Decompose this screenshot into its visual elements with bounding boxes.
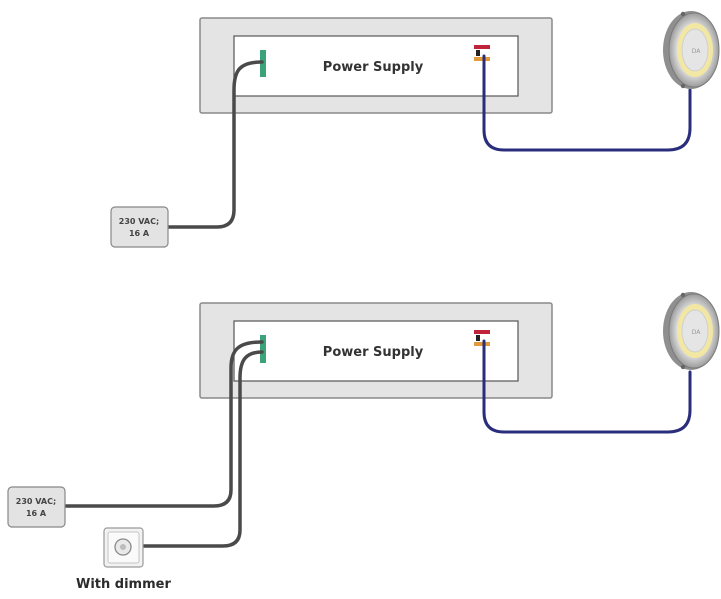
power-supply-label: Power Supply: [323, 60, 424, 75]
mains-box: [110, 206, 169, 248]
power-supply-panel: [233, 35, 519, 97]
output-terminal: [474, 330, 490, 346]
power-supply-label: Power Supply: [323, 345, 424, 360]
diagram-bottom: Power Supply 230 VAC; 16 A: [7, 292, 720, 568]
mains-cable: [166, 60, 264, 229]
led-fixture: DA: [663, 292, 720, 370]
mains-cable: [62, 340, 264, 508]
mains-box-line2: 16 A: [26, 509, 47, 518]
dimmer-caption: With dimmer: [76, 577, 171, 592]
led-cable: [482, 54, 692, 152]
input-terminal: [260, 50, 266, 77]
mains-box-line1: 230 VAC;: [119, 217, 159, 226]
fixture-label: DA: [692, 329, 702, 336]
output-terminal: [474, 45, 490, 61]
mains-box-line2: 16 A: [129, 229, 150, 238]
led-fixture: DA: [663, 11, 720, 89]
input-terminal: [260, 335, 266, 363]
mains-box-line1: 230 VAC;: [16, 497, 56, 506]
mains-box: [7, 486, 66, 528]
dimmer-switch: [103, 527, 144, 568]
dimmer-cable: [141, 350, 264, 548]
fixture-label: DA: [692, 48, 702, 55]
diagram-top: Power Supply 230 VAC; 16 A DA: [110, 11, 720, 248]
led-cable: [482, 339, 692, 434]
